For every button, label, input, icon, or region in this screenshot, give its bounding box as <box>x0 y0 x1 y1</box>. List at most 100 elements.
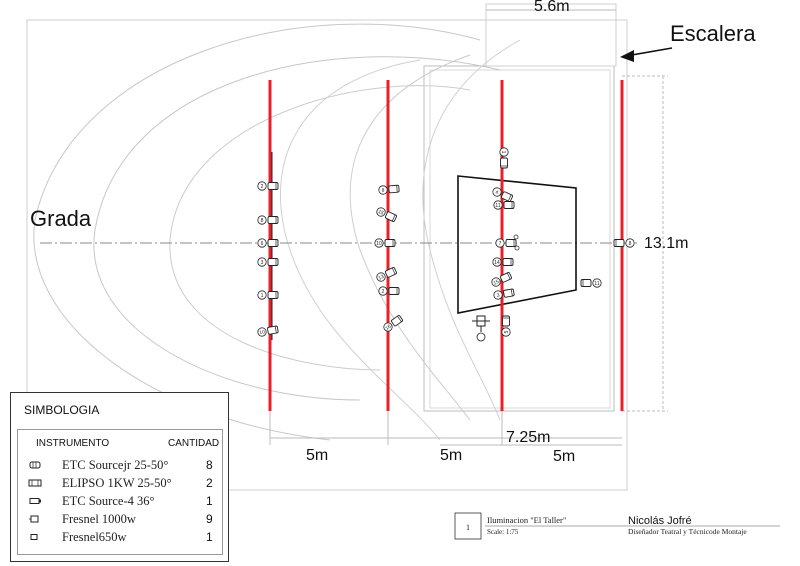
instrument-number: 15 <box>493 279 501 287</box>
instrument-number: 4 <box>494 189 499 196</box>
grada-arc-4 <box>349 54 471 421</box>
lighting-instrument: 15 <box>491 272 512 287</box>
instrument-number-circle <box>257 215 267 225</box>
instrument-lens <box>391 267 396 275</box>
instrument-number-circle <box>492 257 502 267</box>
legend-qty: 8 <box>206 458 213 472</box>
etc-source-jr-icon <box>29 461 41 469</box>
lighting-instrument: 10 <box>374 238 396 248</box>
instrument-number-circle <box>592 278 602 288</box>
instrument-body-icon <box>267 325 279 335</box>
instrument-lens <box>396 185 398 193</box>
instrument-number: 1 <box>500 151 506 154</box>
instrument-number: 2 <box>261 184 264 190</box>
instrument-body-icon <box>267 216 279 224</box>
instrument-body-icon <box>502 258 514 266</box>
top-dimension-box <box>485 3 617 67</box>
instrument-body-icon <box>388 184 400 194</box>
lighting-instrument: 5 <box>501 315 511 337</box>
lighting-instrument: 8 <box>613 238 635 248</box>
instrument-number-circle <box>625 238 635 248</box>
instrument-body-icon <box>580 279 592 287</box>
instrument-number: 8 <box>261 218 264 224</box>
legend-title: SIMBOLOGIA <box>24 403 100 417</box>
instrument-number-circle <box>257 238 267 248</box>
title-block-author: Nicolás Jofré <box>628 515 692 527</box>
lighting-instrument: 4 <box>492 187 513 202</box>
instrument-number-circle <box>257 290 267 300</box>
elipso-icon <box>28 479 42 487</box>
instrument-body-icon <box>267 258 279 266</box>
instrument-body-icon <box>384 239 396 247</box>
instrument-number: 14 <box>494 260 500 266</box>
legend-row: Fresnel650w 1 <box>18 530 224 546</box>
instrument-number: 3 <box>496 293 500 299</box>
lighting-instrument: 3 <box>257 257 279 267</box>
lighting-instrument: 1 <box>257 290 279 300</box>
grada-arc-5 <box>422 39 521 421</box>
instrument-number: 11 <box>594 281 599 287</box>
legend-row: ETC Sourcejr 25-50° 8 <box>18 458 224 474</box>
instrument-body-icon <box>385 267 397 278</box>
instrument-lens <box>391 214 396 222</box>
instrument-number-circle <box>493 290 503 300</box>
legend-qty: 9 <box>206 512 213 526</box>
instrument-body-icon <box>503 201 515 209</box>
instrument-body-icon <box>505 239 517 247</box>
instrument-body-icon <box>501 191 513 202</box>
title-block-number: 1 <box>466 523 470 532</box>
etc-source-4-icon <box>29 498 41 504</box>
lighting-instrument: 14 <box>492 257 514 267</box>
instrument-number: 10 <box>259 329 266 336</box>
legend-table: INSTRUMENTO CANTIDAD ETC Sourcejr 25-50°… <box>17 429 223 555</box>
room-outline <box>26 19 628 491</box>
instrument-number: 8 <box>629 241 632 247</box>
dim-7-25-label: 7.25m <box>506 429 550 446</box>
instrument-body-icon <box>388 287 400 295</box>
instrument-body-icon <box>267 291 279 299</box>
legend-name: Fresnel 1000w <box>62 512 136 526</box>
lighting-instrument: 15 <box>376 207 397 222</box>
legend-col-qty: CANTIDAD <box>168 438 220 449</box>
instrument-number: 16 <box>384 323 392 331</box>
legend-row: Fresnel 1000w 9 <box>18 512 224 528</box>
title-block-title: Iluminacion "El Taller" <box>487 515 566 525</box>
instrument-body-icon <box>267 182 279 190</box>
dim-5m-label-1: 5m <box>306 447 328 464</box>
instrument-number: 15 <box>377 209 385 217</box>
instrument-body-icon <box>500 272 512 283</box>
instrument-lens <box>274 326 277 334</box>
instrument-number-circle <box>495 238 505 248</box>
instrument-body-icon <box>385 211 397 222</box>
lighting-instrument: 10 <box>257 325 279 337</box>
lighting-instrument: 8 <box>257 215 279 225</box>
fresnel-1000-icon <box>29 515 39 523</box>
marker-dot <box>513 234 519 240</box>
lighting-instrument: 11 <box>580 278 602 288</box>
lighting-instrument: 1 <box>499 147 509 169</box>
instrument-number: 6 <box>261 241 264 247</box>
grada-arc-outer <box>33 23 481 441</box>
instrument-number: 10 <box>376 241 382 247</box>
title-block-number-box <box>454 512 482 540</box>
instrument-number-circle <box>378 286 388 296</box>
right-instruments: 8 11 <box>580 238 635 288</box>
instrument-body-icon <box>503 288 515 298</box>
lighting-instrument: 6 <box>257 238 279 248</box>
instrument-body-icon <box>500 157 508 169</box>
instrument-number-circle <box>491 277 501 287</box>
dim-5m-label-2: 5m <box>440 447 462 464</box>
lighting-instrument: 2 <box>257 181 279 191</box>
instrument-number-circle <box>257 327 267 337</box>
instrument-number: 11 <box>495 203 500 209</box>
instrument-number-circle <box>257 181 267 191</box>
grada-arc-3 <box>169 85 471 371</box>
stage-outline <box>423 65 615 412</box>
legend-name: ELIPSO 1KW 25-50° <box>62 476 172 490</box>
instrument-number-circle <box>492 187 502 197</box>
legend-col-instrument: INSTRUMENTO <box>36 438 110 449</box>
instrument-body-icon <box>391 315 403 327</box>
